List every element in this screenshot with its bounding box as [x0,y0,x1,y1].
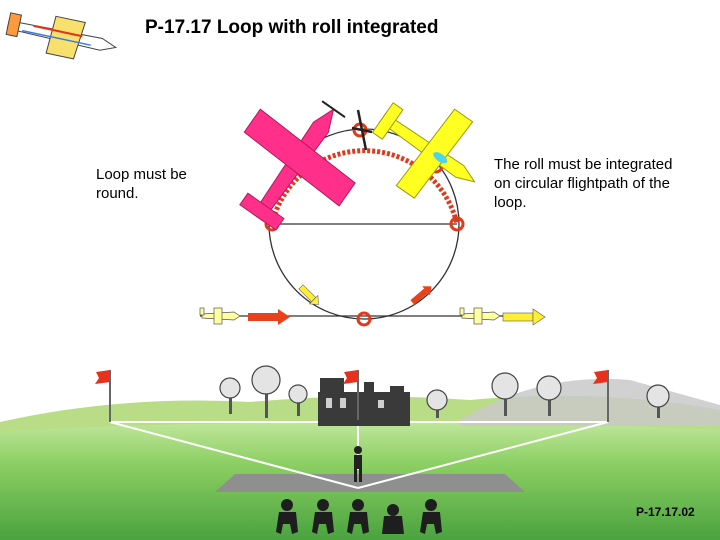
tree-icon [646,384,670,418]
roll-segment [269,148,460,225]
judge-icon [382,504,404,534]
loop-figure [200,122,520,327]
judge-icon [347,499,369,534]
judge-icon [276,499,298,534]
note-roll-integrated: The roll must be integrated on circular … [494,156,673,211]
reference-code: P-17.17.02 [636,505,695,519]
flag-icon [343,370,359,420]
judge-icon [420,499,442,534]
page-title: P-17.17 Loop with roll integrated [145,17,439,38]
aircraft-logo-icon [5,12,118,60]
yellow-plane-icon [371,102,476,199]
small-plane-icon [199,307,241,325]
pilot-icon [354,446,362,482]
note-loop-round: Loop must be round. [96,166,187,202]
down-arrow [298,284,319,305]
flag-icon [95,370,111,422]
up-arrow [410,286,432,305]
path-marker [356,311,372,327]
tree-icon [536,375,562,416]
pink-plane-icon [239,100,356,231]
exit-arrow [502,308,546,326]
path-marker [449,216,465,232]
tree-icon [426,389,448,418]
tree-icon [491,372,519,416]
flag-icon [593,370,609,422]
entry-arrow [248,309,290,325]
small-plane-icon [459,307,501,325]
runway [215,474,525,492]
tree-icon [219,377,241,414]
tree-icon [251,365,281,418]
tree-icon [288,384,308,416]
building-icon [318,378,410,426]
judge-icon [312,499,334,534]
propeller-icon [351,109,373,151]
